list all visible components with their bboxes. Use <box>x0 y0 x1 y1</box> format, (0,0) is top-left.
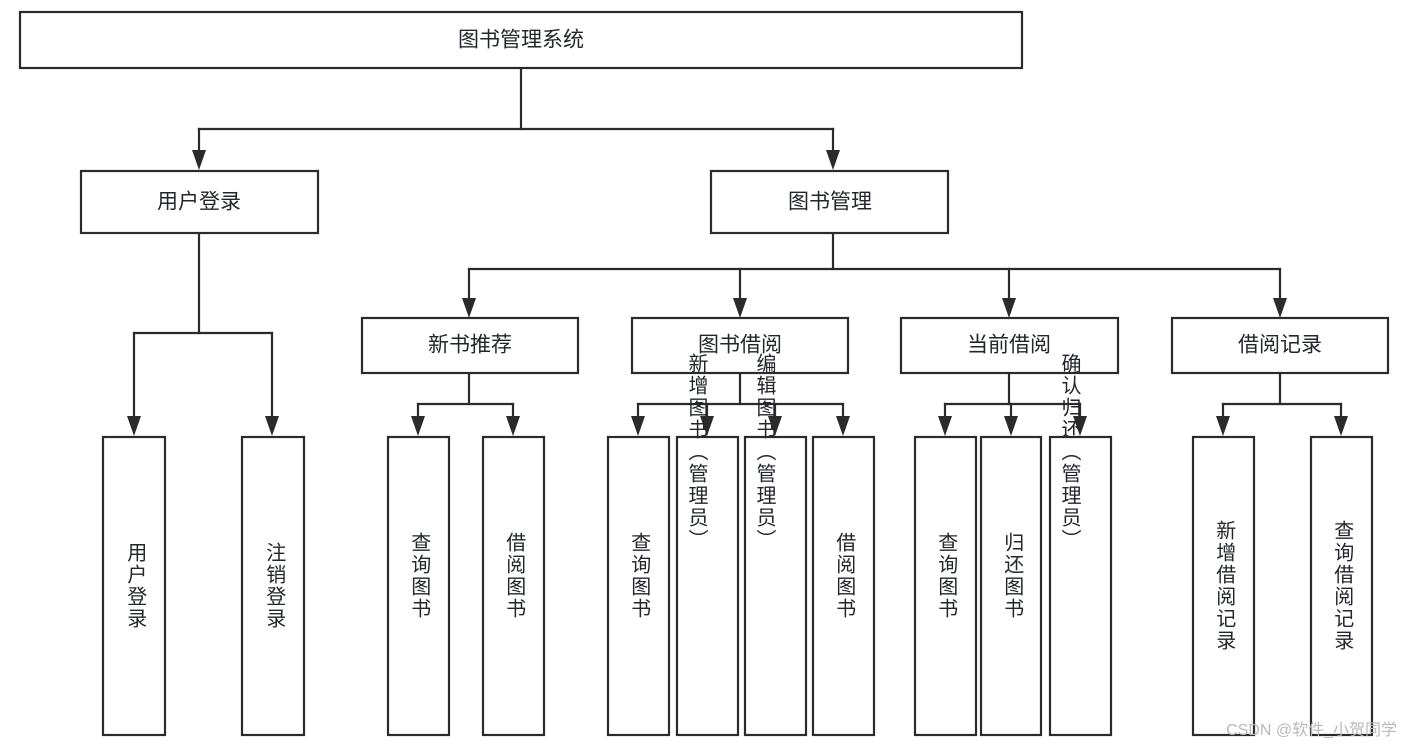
node-user-login[interactable]: 用户登录 <box>79 169 320 235</box>
connector-layer <box>127 66 1348 436</box>
node-leaf-add-record-label: 新增借阅记录 <box>1213 520 1236 652</box>
node-leaf-query-book-rec-label: 查询图书 <box>408 532 431 620</box>
node-leaf-logout-label: 注销登录 <box>263 542 286 630</box>
edge-currentborrow-to-leaves <box>938 371 1087 436</box>
edge-root-to-level1 <box>192 66 840 170</box>
node-root-label: 图书管理系统 <box>458 29 584 52</box>
node-book-manage-label: 图书管理 <box>788 191 872 214</box>
node-leaf-borrow-book-label: 借阅图书 <box>833 532 856 620</box>
node-leaf-user-login-box[interactable] <box>101 435 167 737</box>
node-leaf-add-book-box[interactable] <box>675 435 740 737</box>
edge-bookborrow-to-leaves <box>631 371 850 436</box>
node-leaf-query-record-box[interactable] <box>1309 435 1374 737</box>
node-leaf-borrow-book-rec-label: 借阅图书 <box>503 532 526 620</box>
node-leaf-confirm-return-label: 确认归还（管理员） <box>1058 353 1081 551</box>
node-book-borrow-box[interactable] <box>630 316 850 375</box>
node-leaf-add-book-label: 新增图书（管理员） <box>685 353 708 551</box>
node-current-borrow[interactable]: 当前借阅 <box>899 316 1120 375</box>
node-new-book-rec-box[interactable] <box>360 316 580 375</box>
node-book-manage[interactable]: 图书管理 <box>709 169 950 235</box>
edge-borrowrecord-to-leaves <box>1216 371 1348 436</box>
node-leaf-return-book-box[interactable] <box>979 435 1043 737</box>
node-leaf-query-book-label: 查询图书 <box>628 532 651 620</box>
node-root-box[interactable] <box>18 10 1024 70</box>
node-book-manage-box[interactable] <box>709 169 950 235</box>
node-borrow-record[interactable]: 借阅记录 <box>1170 316 1390 375</box>
edge-newbook-to-leaves <box>411 371 520 436</box>
node-leaf-confirm-return[interactable]: 确认归还（管理员） <box>1048 353 1113 737</box>
node-borrow-record-box[interactable] <box>1170 316 1390 375</box>
node-leaf-add-record[interactable]: 新增借阅记录 <box>1191 435 1256 737</box>
node-leaf-query-record[interactable]: 查询借阅记录 <box>1309 435 1374 737</box>
node-leaf-borrow-book-box[interactable] <box>811 435 876 737</box>
node-leaf-query-book[interactable]: 查询图书 <box>606 435 671 737</box>
node-leaf-borrow-book-rec[interactable]: 借阅图书 <box>481 435 546 737</box>
node-leaf-query-book-rec-box[interactable] <box>386 435 451 737</box>
node-leaf-user-login[interactable]: 用户登录 <box>101 435 167 737</box>
node-leaf-logout[interactable]: 注销登录 <box>240 435 306 737</box>
node-leaf-add-book[interactable]: 新增图书（管理员） <box>675 353 740 737</box>
edge-userlogin-to-leaves <box>127 231 279 436</box>
node-leaf-return-book[interactable]: 归还图书 <box>979 435 1043 737</box>
node-leaf-query-book-cur-box[interactable] <box>913 435 978 737</box>
node-leaf-edit-book-label: 编辑图书（管理员） <box>753 353 776 551</box>
node-new-book-rec-label: 新书推荐 <box>428 334 512 357</box>
node-leaf-edit-book-box[interactable] <box>743 435 808 737</box>
node-current-borrow-box[interactable] <box>899 316 1120 375</box>
node-leaf-query-book-cur[interactable]: 查询图书 <box>913 435 978 737</box>
node-book-borrow[interactable]: 图书借阅 <box>630 316 850 375</box>
node-leaf-user-login-label: 用户登录 <box>124 542 147 630</box>
edge-bookmanage-to-level2 <box>462 231 1287 318</box>
node-leaf-borrow-book-rec-box[interactable] <box>481 435 546 737</box>
node-leaf-confirm-return-box[interactable] <box>1048 435 1113 737</box>
node-leaf-edit-book[interactable]: 编辑图书（管理员） <box>743 353 808 737</box>
node-leaf-query-record-label: 查询借阅记录 <box>1331 520 1354 652</box>
node-user-login-box[interactable] <box>79 169 320 235</box>
node-new-book-rec[interactable]: 新书推荐 <box>360 316 580 375</box>
node-leaf-query-book-box[interactable] <box>606 435 671 737</box>
node-leaf-query-book-rec[interactable]: 查询图书 <box>386 435 451 737</box>
node-user-login-label: 用户登录 <box>157 191 241 214</box>
node-root[interactable]: 图书管理系统 <box>18 10 1024 70</box>
node-leaf-logout-box[interactable] <box>240 435 306 737</box>
node-current-borrow-label: 当前借阅 <box>967 334 1051 357</box>
node-leaf-borrow-book[interactable]: 借阅图书 <box>811 435 876 737</box>
node-borrow-record-label: 借阅记录 <box>1238 334 1322 357</box>
node-leaf-return-book-label: 归还图书 <box>1001 532 1024 620</box>
node-leaf-add-record-box[interactable] <box>1191 435 1256 737</box>
node-leaf-query-book-cur-label: 查询图书 <box>935 532 958 620</box>
node-book-borrow-label: 图书借阅 <box>698 334 782 357</box>
